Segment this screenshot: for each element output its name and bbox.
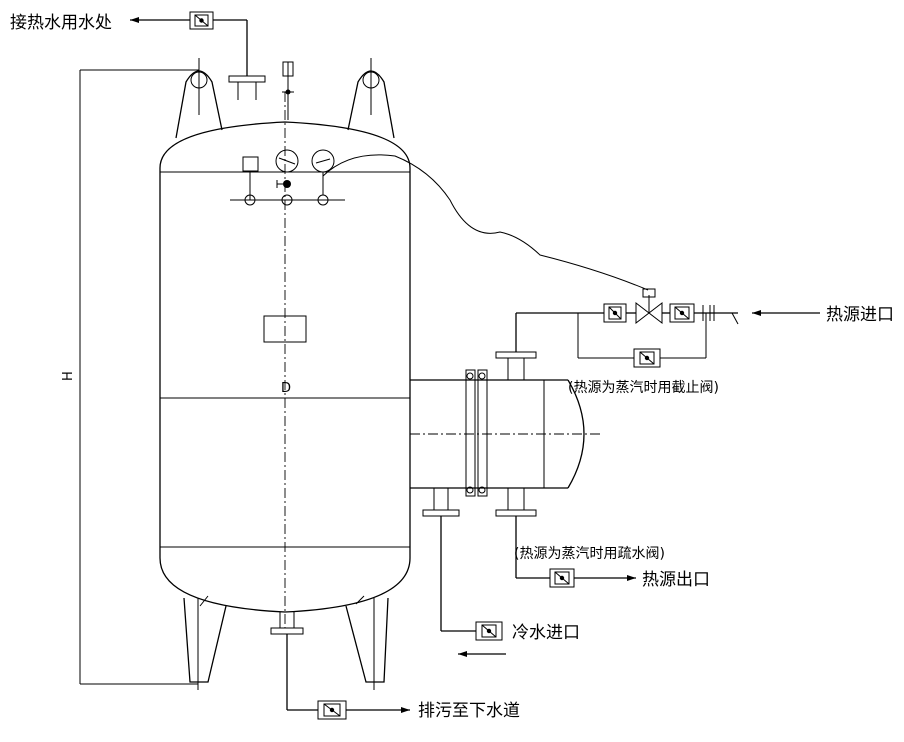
steam-trap-note: (热源为蒸汽时用疏水阀)	[514, 546, 665, 562]
bypass-valve	[633, 348, 661, 368]
cold-water-inlet-label: 冷水进口	[512, 623, 580, 643]
height-dimension	[79, 69, 199, 685]
steam-stop-valve-note: (热源为蒸汽时用截止阀)	[568, 380, 719, 396]
cold-water-inlet-line	[422, 488, 506, 657]
drain-valve	[317, 700, 347, 720]
diameter-dimension-label: D	[281, 381, 291, 396]
heat-source-inlet-label: 热源进口	[826, 305, 894, 325]
control-valve	[635, 288, 663, 325]
hot-water-outlet-nozzle	[130, 17, 266, 100]
hot-water-outlet-label: 接热水用水处	[10, 13, 112, 33]
height-dimension-label: H	[61, 371, 76, 381]
heat-source-outlet-label: 热源出口	[642, 570, 710, 590]
drain-label: 排污至下水道	[418, 701, 520, 721]
heat-source-inlet-line	[495, 305, 820, 380]
hot-water-valve	[189, 11, 214, 30]
lifting-lugs	[175, 58, 395, 139]
steam-trap-valve	[549, 568, 575, 588]
heat-source-outlet-line	[495, 488, 636, 581]
heat-exchanger	[410, 369, 600, 497]
safety-valve	[282, 61, 294, 120]
gauges	[230, 149, 345, 206]
inlet-valve-1	[603, 303, 627, 323]
cold-water-valve	[475, 621, 503, 641]
inlet-valve-2	[669, 303, 695, 323]
nameplate	[263, 315, 307, 343]
support-legs	[183, 595, 389, 690]
drain-pipe	[270, 612, 410, 713]
vessel	[159, 92, 411, 628]
temperature-sensor-line	[322, 154, 649, 291]
